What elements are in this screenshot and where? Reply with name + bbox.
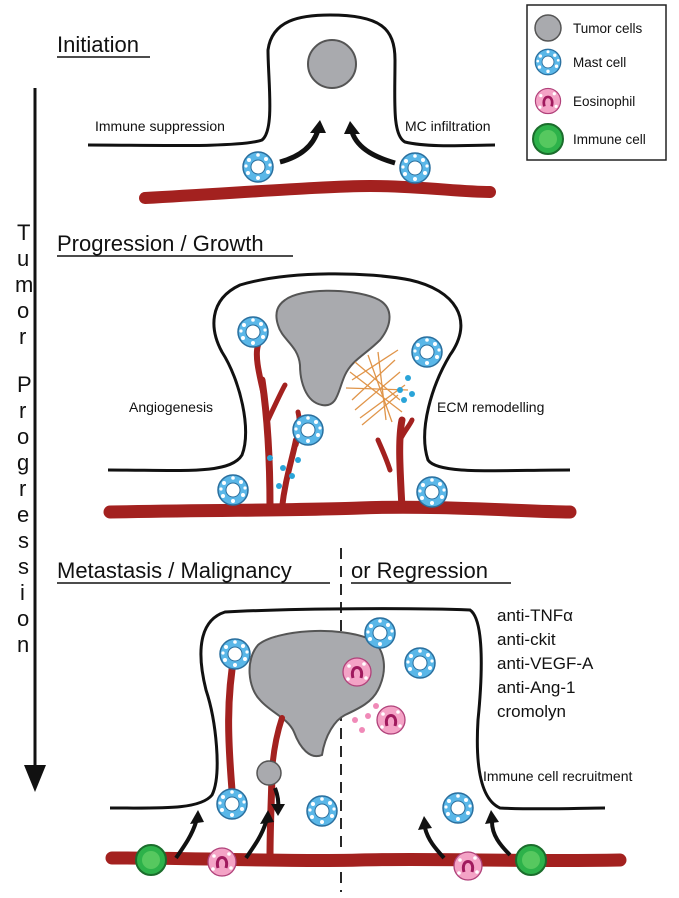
axis-letter: T — [17, 220, 30, 245]
arrow — [279, 129, 321, 165]
mast-cell-icon — [534, 48, 562, 76]
eosinophil — [375, 704, 407, 736]
ecm-remodelling-label: ECM remodelling — [437, 399, 544, 415]
granule-dots — [267, 375, 415, 489]
axis-letter: u — [17, 246, 29, 271]
progression-title: Progression / Growth — [57, 231, 264, 256]
mc-infiltration-label: MC infiltration — [405, 118, 491, 134]
treatment-item: anti-VEGF-A — [497, 654, 594, 673]
recruitment-arrows — [174, 821, 512, 860]
progression-panel: Progression / Growth — [57, 231, 577, 519]
immune-cell-icon — [532, 123, 564, 155]
treatment-item: anti-ckit — [497, 630, 556, 649]
progression-axis: T u m o r P r o g r e s s i o n — [15, 88, 46, 792]
axis-letter: m — [15, 272, 33, 297]
legend-mast-label: Mast cell — [573, 55, 626, 70]
mast-cell — [242, 151, 274, 183]
immune-cell-recruitment-label: Immune cell recruitment — [483, 768, 632, 784]
tissue-outline — [107, 272, 571, 473]
tissue-outline — [109, 607, 606, 811]
mast-cell — [237, 316, 269, 348]
legend-tumor-label: Tumor cells — [573, 21, 643, 36]
axis-letter: o — [17, 298, 29, 323]
mast-cell — [442, 792, 474, 824]
tumor-mass — [275, 289, 391, 407]
legend-immune-label: Immune cell — [573, 132, 646, 147]
axis-letter: r — [19, 324, 26, 349]
axis-letter: s — [18, 554, 29, 579]
mast-cell — [404, 647, 436, 679]
axis-letter: g — [17, 450, 29, 475]
initiation-panel: Initiation Immune suppression MC infiltr… — [57, 13, 496, 204]
legend-eosinophil-label: Eosinophil — [573, 94, 635, 109]
metastasis-title: Metastasis / Malignancy — [57, 558, 292, 583]
metastasis-panel: Metastasis / Malignancy or Regression — [57, 548, 632, 892]
eosinophil-icon — [534, 87, 562, 115]
treatment-item: anti-TNFα — [497, 606, 573, 625]
mast-cell — [216, 788, 248, 820]
initiation-title: Initiation — [57, 32, 139, 57]
axis-letter: r — [19, 398, 26, 423]
immune-cell — [515, 844, 547, 876]
treatment-item: anti-Ang-1 — [497, 678, 575, 697]
mast-cell — [306, 795, 338, 827]
blood-vessel — [139, 179, 496, 204]
mast-cell — [416, 476, 448, 508]
treatment-list: anti-TNFα anti-ckit anti-VEGF-A anti-Ang… — [497, 606, 594, 721]
axis-letter: o — [17, 606, 29, 631]
tumor-cell — [256, 760, 282, 786]
eosinophil — [341, 656, 373, 688]
mast-cell — [411, 336, 443, 368]
mast-cell — [217, 474, 249, 506]
eosinophil — [452, 850, 484, 882]
axis-letter: s — [18, 528, 29, 553]
eosinophil — [206, 846, 238, 878]
treatment-item: cromolyn — [497, 702, 566, 721]
tumor-cell-icon — [534, 14, 562, 42]
blood-vessel — [103, 500, 577, 519]
tumor-mass — [248, 629, 385, 758]
mast-cell — [292, 414, 324, 446]
axis-letter: r — [19, 476, 26, 501]
tissue-outline — [87, 13, 496, 148]
immune-suppression-label: Immune suppression — [95, 118, 225, 134]
axis-letter: e — [17, 502, 29, 527]
tumor-cell — [307, 39, 357, 89]
immune-cell — [135, 844, 167, 876]
angiogenesis-label: Angiogenesis — [129, 399, 213, 415]
regression-title: or Regression — [351, 558, 488, 583]
mast-cell — [399, 152, 431, 184]
arrow — [349, 131, 396, 166]
axis-letter: n — [17, 632, 29, 657]
legend: Tumor cells Mast cell Eosinophil Immune … — [526, 4, 667, 161]
axis-letter: o — [17, 424, 29, 449]
axis-letter: i — [20, 580, 25, 605]
axis-letter: P — [17, 372, 32, 397]
mast-cell — [364, 617, 396, 649]
mast-cell — [219, 638, 251, 670]
